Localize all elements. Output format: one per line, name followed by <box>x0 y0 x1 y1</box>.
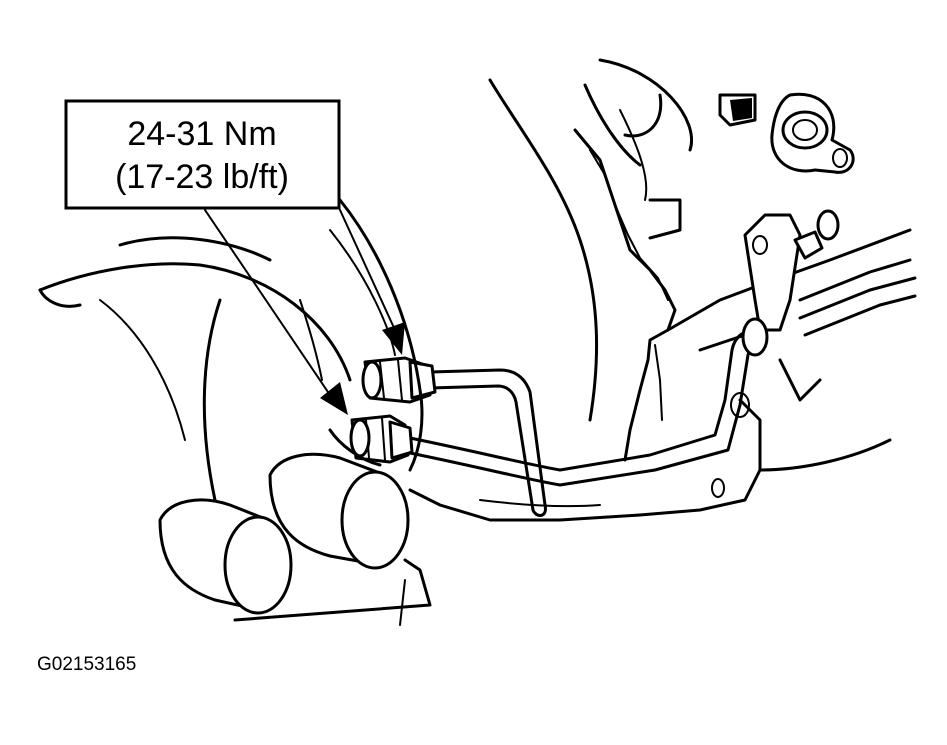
torque-value-nm: 24-31 Nm <box>127 115 276 153</box>
torque-callout: 24-31 Nm (17-23 lb/ft) <box>64 99 341 210</box>
upper-line-fitting <box>361 356 437 404</box>
figure-code: G02153165 <box>37 654 136 675</box>
bell-housing <box>38 198 424 502</box>
sensor-connector <box>718 92 855 174</box>
transmission-housing <box>408 58 912 522</box>
torque-callout-box <box>64 99 341 210</box>
cylinder-components <box>158 452 432 626</box>
lower-line-fitting <box>349 414 414 464</box>
arrowhead-lower-fitting <box>320 382 348 415</box>
line-bracket <box>743 209 840 332</box>
callout-leaders <box>204 209 396 396</box>
torque-value-lbft: (17-23 lb/ft) <box>115 158 289 196</box>
cooler-lines <box>403 258 917 517</box>
arrowhead-upper-fitting <box>382 322 405 355</box>
